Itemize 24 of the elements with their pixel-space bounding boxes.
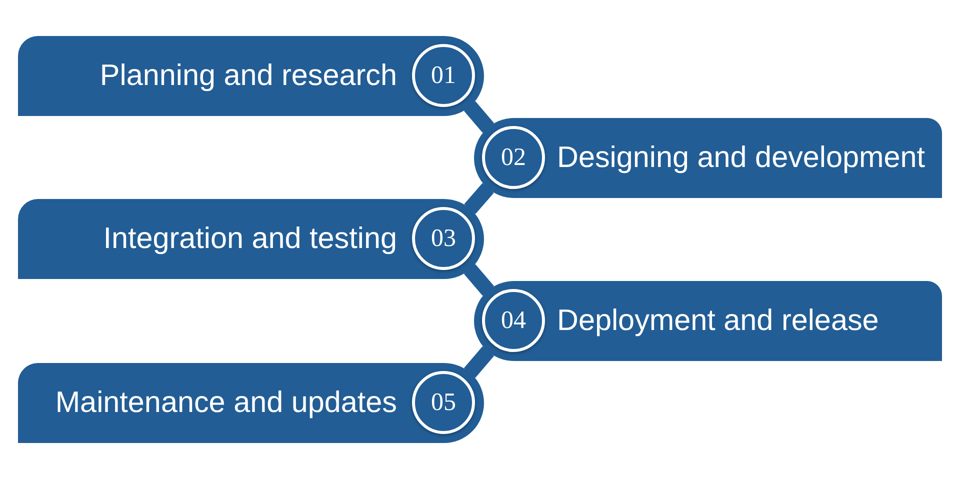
step-label: Integration and testing xyxy=(103,222,397,256)
step-number: 03 xyxy=(431,224,456,252)
step-number: 01 xyxy=(431,62,456,90)
step-banner xyxy=(18,199,484,279)
connector xyxy=(464,101,494,133)
step-banner xyxy=(18,363,484,443)
step-banner xyxy=(18,36,484,116)
step-label: Maintenance and updates xyxy=(55,386,397,420)
step-number: 02 xyxy=(501,144,526,172)
number-circle xyxy=(412,371,475,434)
connector xyxy=(464,182,494,214)
number-circle xyxy=(412,44,475,107)
step-number: 05 xyxy=(431,388,456,416)
number-circle xyxy=(412,207,475,270)
step-banner xyxy=(474,281,942,361)
connector xyxy=(464,346,494,378)
number-circle xyxy=(482,126,545,189)
step-label: Planning and research xyxy=(100,58,397,94)
number-circle xyxy=(482,289,545,352)
step-banner xyxy=(474,118,942,198)
step-number: 04 xyxy=(501,306,526,334)
step-label: Deployment and release xyxy=(557,304,879,338)
connector xyxy=(464,264,494,296)
step-label: Designing and development xyxy=(557,140,926,176)
